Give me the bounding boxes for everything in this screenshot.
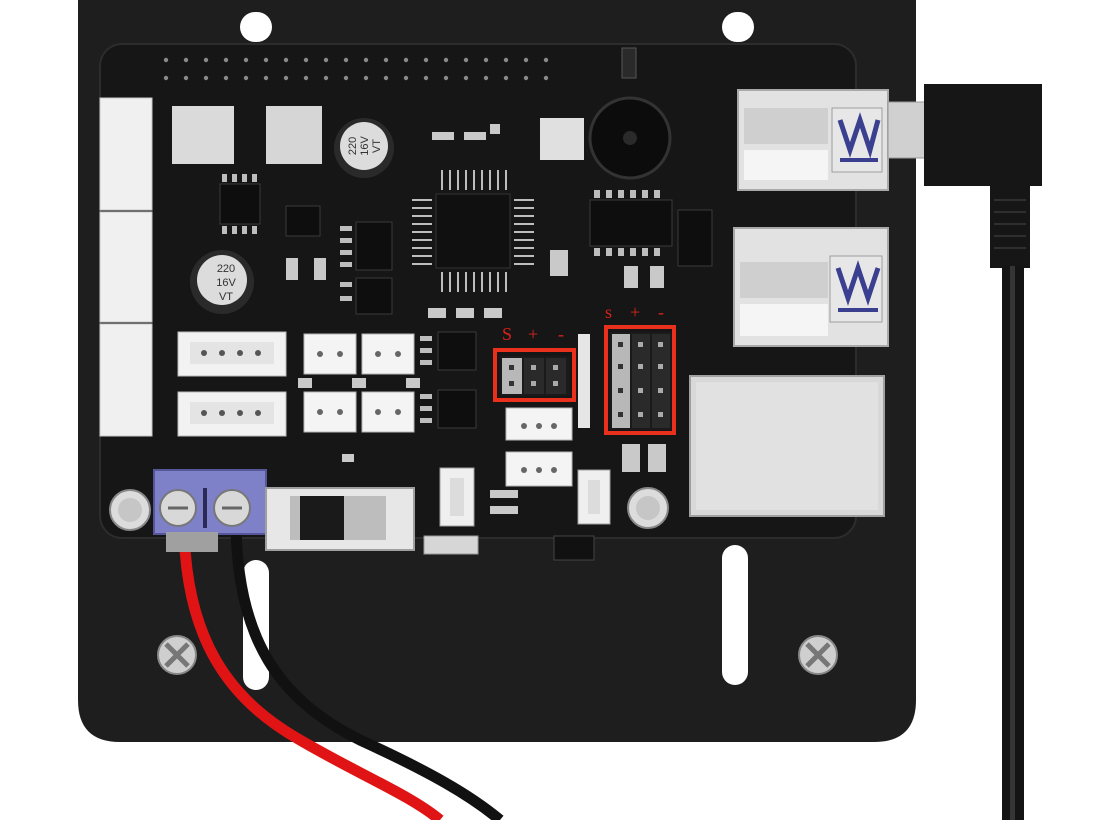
capacitor-label-line: VT <box>371 139 383 153</box>
highlight-box-left <box>493 348 576 402</box>
led-strip <box>578 334 590 428</box>
capacitor-label-line: 220 <box>217 263 235 275</box>
black-power-wire <box>230 519 504 820</box>
smd-resistors <box>286 124 666 514</box>
component-square <box>266 106 322 164</box>
tact-button[interactable] <box>439 467 475 527</box>
component-square <box>172 106 234 164</box>
red-power-wire <box>178 519 444 820</box>
ethernet-port <box>689 375 885 517</box>
pin-label-minus: - <box>558 324 564 344</box>
capacitor-label-line: 16V <box>216 277 236 289</box>
pcb-screw <box>109 489 151 531</box>
capacitor-label-line: 220 <box>347 137 359 155</box>
microcontroller-chip <box>412 170 534 292</box>
highlight-box-right <box>604 325 676 435</box>
component-square <box>540 118 584 160</box>
chip-pins <box>222 174 660 423</box>
side-connector-stack <box>99 97 153 437</box>
capacitor: 220 16V VT <box>334 118 394 178</box>
plate-screw <box>157 635 197 675</box>
pcb-screw <box>627 487 669 529</box>
motor-connector <box>177 331 287 377</box>
jst-2pin-connectors <box>303 333 415 433</box>
usb-c-cable <box>887 84 1042 820</box>
small-chips <box>219 183 713 429</box>
capacitor-label-line: 16V <box>359 136 371 156</box>
pin-label-minus: - <box>658 302 664 322</box>
pin-label-plus: + <box>528 324 538 344</box>
pin-label-signal: S <box>502 324 512 344</box>
small-ic-top-right <box>621 47 637 79</box>
capacitor-label-line: VT <box>219 291 233 303</box>
buzzer <box>588 96 672 180</box>
screw-terminal-block <box>153 469 267 552</box>
audio-jack <box>553 535 595 561</box>
motor-connector <box>177 391 287 437</box>
jst-3pin-connectors <box>505 407 573 487</box>
pin-label-signal: s <box>605 302 612 322</box>
capacitor: 220 16V VT <box>190 250 254 314</box>
servo-header-left <box>500 356 570 396</box>
usb-c-port <box>423 535 479 555</box>
usb-port <box>737 89 889 191</box>
pin-label-plus: + <box>630 302 640 322</box>
plate-screw <box>798 635 838 675</box>
servo-header-right <box>610 332 672 430</box>
gpio-header <box>163 57 549 81</box>
usb-port <box>733 227 889 347</box>
jst-pins <box>317 351 401 415</box>
power-switch[interactable] <box>265 487 415 551</box>
tact-button[interactable] <box>577 469 611 525</box>
